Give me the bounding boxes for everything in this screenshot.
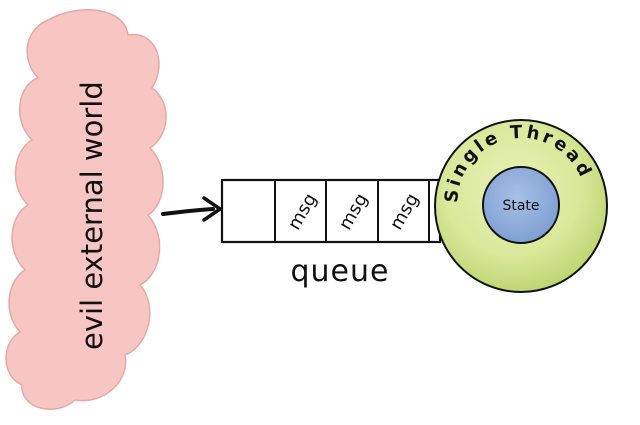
external-world-cloud: evil external world — [5, 8, 167, 410]
queue-label: queue — [291, 254, 390, 289]
single-thread: Single Thread State — [434, 119, 608, 293]
cloud-label: evil external world — [75, 81, 109, 350]
state-label: State — [502, 198, 539, 214]
arrow-into-queue — [161, 196, 222, 222]
message-queue: msg msg msg queue — [220, 178, 442, 289]
state-circle — [482, 166, 560, 244]
cloud-shape — [5, 8, 167, 410]
